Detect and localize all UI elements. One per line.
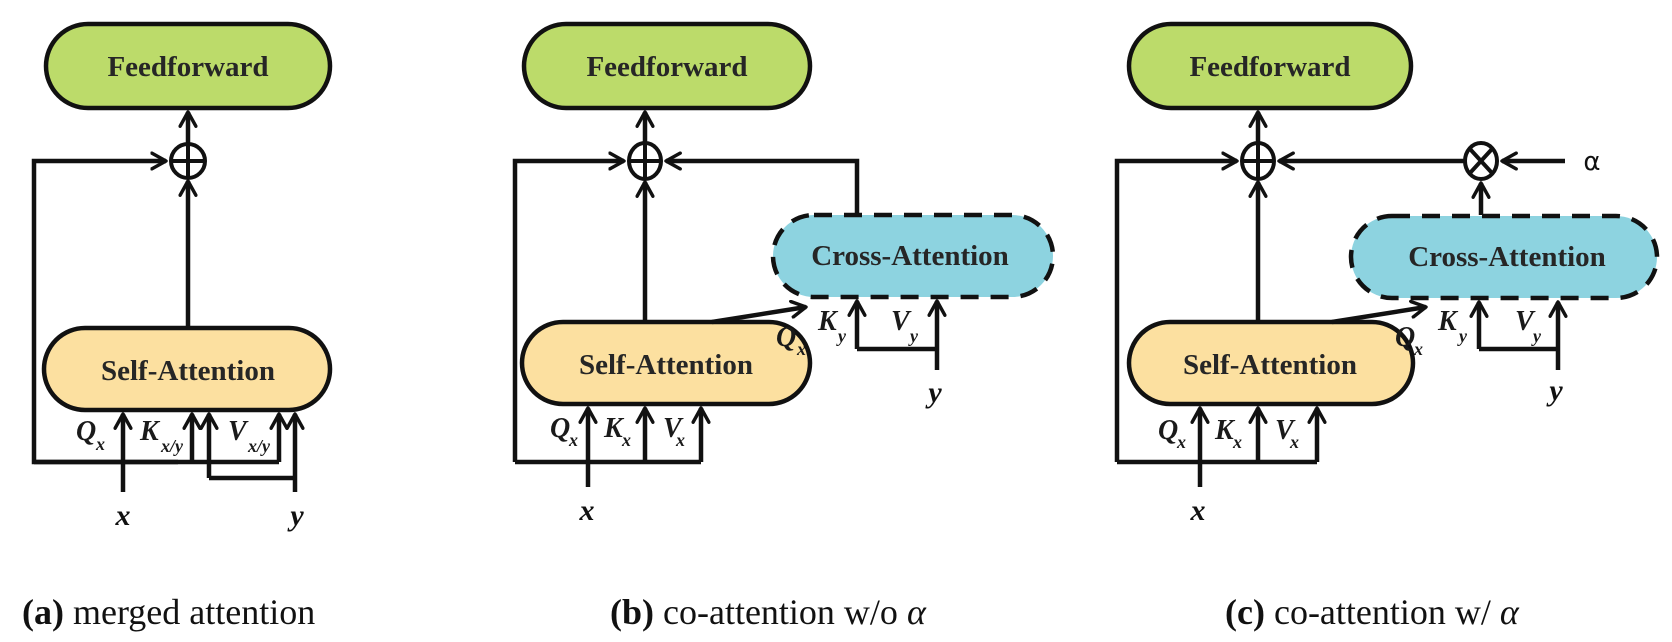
self-k-label: K x <box>1214 415 1242 452</box>
svg-text:x/y: x/y <box>247 436 271 456</box>
self-attention-label: Self-Attention <box>101 355 275 387</box>
svg-text:K: K <box>603 413 625 444</box>
panel-a-merged-attention: Feedforward Self-Attention Q x K x/y V <box>22 21 333 632</box>
cross-k-label: K y <box>1437 306 1468 346</box>
cross-attention-block: Cross-Attention <box>1348 213 1660 301</box>
cross-q-label: Q x <box>776 322 806 359</box>
svg-text:x: x <box>1176 432 1186 452</box>
self-attention-block: Self-Attention <box>1126 319 1416 407</box>
svg-text:y: y <box>1531 326 1542 346</box>
svg-text:x/y: x/y <box>160 436 184 456</box>
cross-attention-label: Cross-Attention <box>1408 241 1606 273</box>
caption-c: (c) co-attention w/ α <box>1225 592 1520 632</box>
cross-k-label: K y <box>817 306 847 346</box>
svg-text:x: x <box>1232 432 1242 452</box>
panel-b-co-attention-without-alpha: Feedforward Cross-Attention Self-Attenti… <box>512 21 1056 632</box>
multiply-operator-icon <box>1463 141 1499 181</box>
arrow-self-to-cross-q <box>1331 307 1426 325</box>
self-q-label: Q x <box>1158 415 1186 452</box>
x-input-label: x <box>579 494 595 527</box>
cross-attention-block: Cross-Attention <box>770 212 1056 300</box>
svg-text:x: x <box>1289 432 1299 452</box>
svg-text:V: V <box>1275 415 1296 446</box>
self-k-label: K x <box>603 413 631 450</box>
input-q-label: Q x <box>76 416 105 454</box>
self-attention-block: Self-Attention <box>519 319 813 407</box>
svg-text:x: x <box>95 434 105 454</box>
self-attention-label: Self-Attention <box>579 349 753 381</box>
residual-connection <box>1114 161 1237 462</box>
svg-text:Q: Q <box>776 322 796 353</box>
feedforward-block: Feedforward <box>43 21 333 111</box>
add-operator-icon <box>1240 141 1276 181</box>
feedforward-label: Feedforward <box>586 51 747 83</box>
cross-v-label: V y <box>1515 306 1542 346</box>
svg-text:V: V <box>663 413 684 444</box>
y-input-label: y <box>925 376 942 409</box>
y-input-label: y <box>287 499 304 532</box>
svg-text:x: x <box>621 430 631 450</box>
arrow-cross-attention-to-add <box>666 161 860 215</box>
svg-text:x: x <box>1413 339 1423 359</box>
feedforward-block: Feedforward <box>1126 21 1414 111</box>
svg-text:y: y <box>836 326 847 346</box>
residual-connection <box>512 161 624 462</box>
svg-text:y: y <box>908 326 919 346</box>
svg-text:V: V <box>1515 306 1536 337</box>
svg-text:K: K <box>817 306 839 337</box>
svg-text:K: K <box>1214 415 1236 446</box>
cross-attention-label: Cross-Attention <box>811 240 1009 272</box>
arrow-self-to-cross-q <box>711 307 806 325</box>
svg-text:Q: Q <box>1158 415 1178 446</box>
input-k-label: K x/y <box>139 416 184 456</box>
self-v-label: V x <box>1275 415 1299 452</box>
svg-text:x: x <box>675 430 685 450</box>
cross-v-label: V y <box>891 306 919 346</box>
svg-text:x: x <box>568 430 578 450</box>
svg-text:Q: Q <box>76 416 96 447</box>
caption-b: (b) co-attention w/o α <box>610 592 927 632</box>
svg-text:x: x <box>796 339 806 359</box>
feedforward-block: Feedforward <box>521 21 813 111</box>
input-v-label: V x/y <box>228 416 271 456</box>
svg-text:V: V <box>228 416 249 447</box>
svg-text:Q: Q <box>1395 322 1415 353</box>
cross-q-label: Q x <box>1395 322 1423 359</box>
svg-text:K: K <box>1437 306 1459 337</box>
panel-c-co-attention-with-alpha: Feedforward α Cross-Attention Self-Atten… <box>1114 21 1660 632</box>
svg-text:K: K <box>139 416 161 447</box>
self-v-label: V x <box>663 413 685 450</box>
svg-text:V: V <box>891 306 912 337</box>
add-operator-icon <box>169 142 207 180</box>
x-input-label: x <box>115 499 131 532</box>
alpha-label: α <box>1583 147 1600 177</box>
svg-text:y: y <box>1457 326 1468 346</box>
svg-text:Q: Q <box>550 413 570 444</box>
y-input-label: y <box>1546 374 1563 407</box>
self-q-label: Q x <box>550 413 578 450</box>
feedforward-label: Feedforward <box>107 51 268 83</box>
self-attention-block: Self-Attention <box>41 325 333 413</box>
self-attention-label: Self-Attention <box>1183 349 1357 381</box>
x-input-label: x <box>1190 494 1206 527</box>
add-operator-icon <box>627 141 663 181</box>
caption-a: (a) merged attention <box>22 592 315 632</box>
feedforward-label: Feedforward <box>1189 51 1350 83</box>
